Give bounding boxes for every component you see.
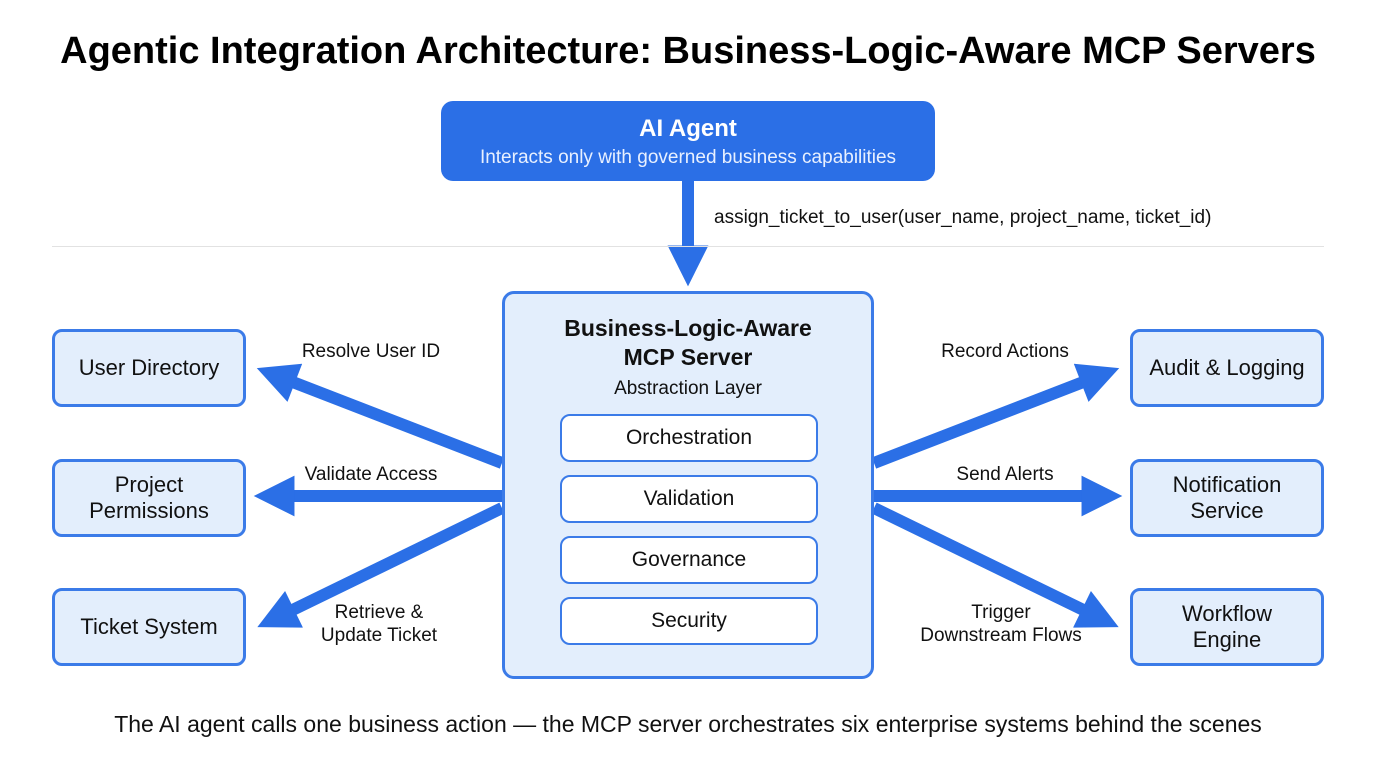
- ai-agent-box: AI Agent Interacts only with governed bu…: [441, 101, 935, 181]
- system-notification-service-line2: Service: [1190, 498, 1264, 523]
- system-user-directory: User Directory: [52, 329, 246, 407]
- mcp-server-title: Business-Logic-Aware MCP Server: [505, 314, 871, 372]
- label-retrieve-update-ticket: Retrieve & Update Ticket: [320, 602, 438, 646]
- label-record-actions: Record Actions: [941, 341, 1069, 362]
- ai-agent-subtitle: Interacts only with governed business ca…: [479, 147, 897, 168]
- system-audit-logging: Audit & Logging: [1130, 329, 1324, 407]
- label-trigger-downstream-flows: Trigger Downstream Flows: [920, 602, 1082, 646]
- system-project-permissions: Project Permissions: [52, 459, 246, 537]
- system-user-directory-line1: User Directory: [78, 355, 220, 380]
- page-title: Agentic Integration Architecture: Busine…: [60, 30, 1316, 72]
- arrow-to-audit-logging: [871, 363, 1120, 469]
- function-call-label: assign_ticket_to_user(user_name, project…: [714, 207, 1212, 228]
- system-workflow-engine-line1: Workflow: [1181, 601, 1273, 626]
- label-send-alerts: Send Alerts: [956, 464, 1054, 485]
- mcp-server-box: Business-Logic-Aware MCP Server Abstract…: [502, 291, 874, 679]
- system-notification-service-line1: Notification: [1172, 472, 1282, 497]
- system-audit-logging-line1: Audit & Logging: [1149, 355, 1305, 380]
- system-ticket-system-line1: Ticket System: [80, 614, 218, 639]
- layer-security: Security: [560, 597, 818, 645]
- system-project-permissions-line2: Permissions: [89, 498, 209, 523]
- arrow-to-workflow-engine: [871, 502, 1119, 628]
- system-project-permissions-line1: Project: [114, 472, 184, 497]
- arrow-to-user-directory: [256, 363, 505, 469]
- system-ticket-system: Ticket System: [52, 588, 246, 666]
- system-notification-service: Notification Service: [1130, 459, 1324, 537]
- system-workflow-engine-line2: Engine: [1192, 627, 1262, 652]
- system-workflow-engine: Workflow Engine: [1130, 588, 1324, 666]
- layer-validation: Validation: [560, 475, 818, 523]
- label-validate-access: Validate Access: [304, 464, 438, 485]
- layer-orchestration: Orchestration: [560, 414, 818, 462]
- layer-governance: Governance: [560, 536, 818, 584]
- mcp-server-subtitle: Abstraction Layer: [614, 378, 762, 399]
- mcp-server-title-line1: Business-Logic-Aware: [564, 315, 812, 341]
- mcp-server-title-line2: MCP Server: [623, 344, 753, 370]
- divider: [52, 246, 1324, 247]
- arrow-to-ticket-system: [257, 502, 505, 628]
- bottom-caption: The AI agent calls one business action —…: [114, 711, 1262, 737]
- ai-agent-title: AI Agent: [639, 115, 737, 142]
- label-resolve-user-id: Resolve User ID: [301, 341, 441, 362]
